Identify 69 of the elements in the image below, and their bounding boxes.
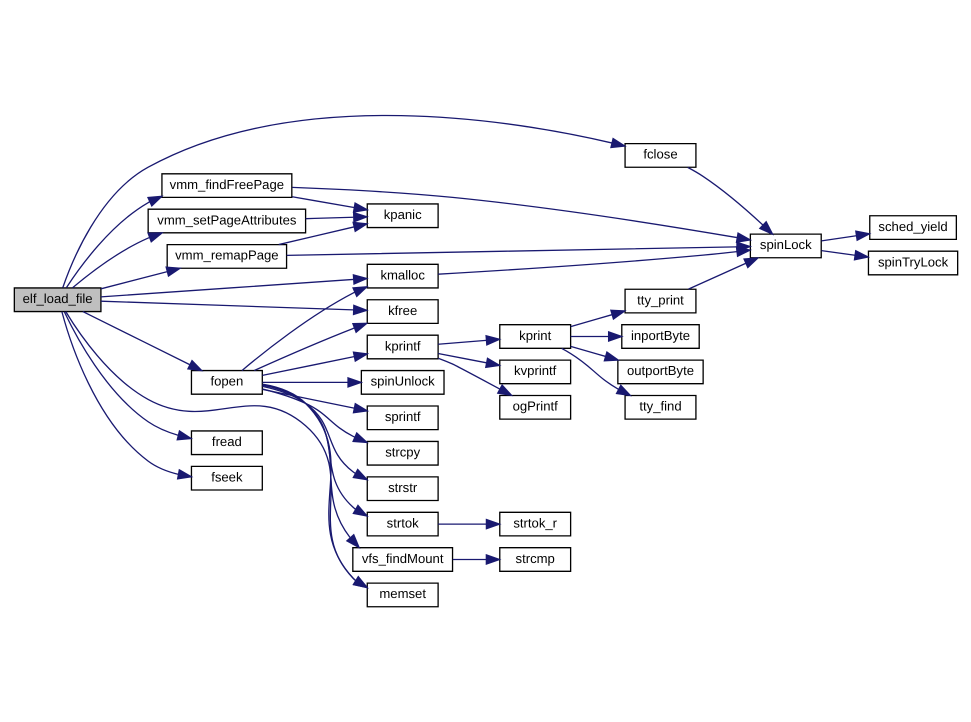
- arrow: [262, 376, 363, 388]
- node-box: strcmp: [498, 547, 571, 572]
- arrow: [452, 554, 501, 566]
- arrow: [262, 384, 368, 589]
- node-box: fseek: [190, 466, 262, 491]
- node-box: vmm_setPageAttributes: [147, 208, 306, 234]
- arrow: [262, 388, 368, 444]
- node-box: kprintf: [366, 334, 438, 360]
- node-box: strcpy: [366, 440, 438, 466]
- arrow: [100, 266, 182, 290]
- arrow: [82, 311, 204, 372]
- arrow: [100, 274, 368, 298]
- node-box: kvprintf: [498, 359, 571, 384]
- arrow: [278, 222, 368, 246]
- arrow: [262, 388, 369, 414]
- arrow: [437, 358, 513, 396]
- arrow: [64, 311, 368, 589]
- arrow: [253, 322, 368, 372]
- node-box: spinTryLock: [867, 250, 958, 276]
- arrow: [62, 115, 626, 288]
- node-box: memset: [366, 582, 438, 608]
- node-box: strtok: [366, 512, 438, 537]
- arrow: [262, 384, 368, 517]
- arrow: [72, 232, 164, 288]
- arrow: [686, 166, 774, 236]
- node-box: vmm_remapPage: [166, 244, 287, 269]
- node-box: kfree: [366, 299, 438, 324]
- node-box: spinUnlock: [360, 370, 444, 395]
- node-box: fopen: [190, 370, 262, 395]
- node-box: strstr: [366, 476, 438, 502]
- node-box: fread: [190, 430, 262, 456]
- arrow: [305, 212, 368, 223]
- arrow: [292, 196, 369, 213]
- arrow: [100, 300, 368, 316]
- arrow: [438, 518, 502, 530]
- node-box: kpanic: [366, 203, 438, 228]
- arrow: [262, 351, 369, 376]
- node-box: ogPrintf: [498, 394, 571, 420]
- arrow: [570, 346, 620, 362]
- node-box: kmalloc: [366, 264, 438, 289]
- arrow: [63, 312, 192, 441]
- arrow: [438, 334, 502, 346]
- node-box: sprintf: [366, 405, 438, 430]
- arrow: [438, 246, 752, 275]
- node-box: vmm_findFreePage: [160, 173, 292, 198]
- node-box: tty_find: [624, 394, 696, 420]
- arrow: [262, 384, 360, 550]
- node-box: sched_yield: [868, 215, 956, 240]
- arrow: [560, 348, 632, 396]
- node-box: kprint: [498, 324, 571, 349]
- node-box: strtok_r: [498, 512, 571, 537]
- arrow: [688, 257, 760, 290]
- node-box: spinLock: [749, 233, 822, 258]
- arrow: [292, 186, 752, 243]
- arrow: [820, 250, 870, 261]
- node-box: elf_load_file: [13, 287, 102, 312]
- arrow: [65, 195, 164, 288]
- arrow: [60, 312, 193, 480]
- arrow: [570, 310, 626, 328]
- node-box: vfs_findMount: [352, 547, 453, 572]
- arrow: [820, 230, 871, 242]
- node-box: fclose: [624, 142, 696, 168]
- arrow: [262, 386, 368, 481]
- arrow: [438, 352, 501, 368]
- node-box: outportByte: [616, 359, 704, 384]
- arrow: [570, 330, 624, 342]
- node-box: inportByte: [620, 324, 700, 349]
- node-box: tty_print: [624, 288, 696, 314]
- arrow: [241, 286, 368, 372]
